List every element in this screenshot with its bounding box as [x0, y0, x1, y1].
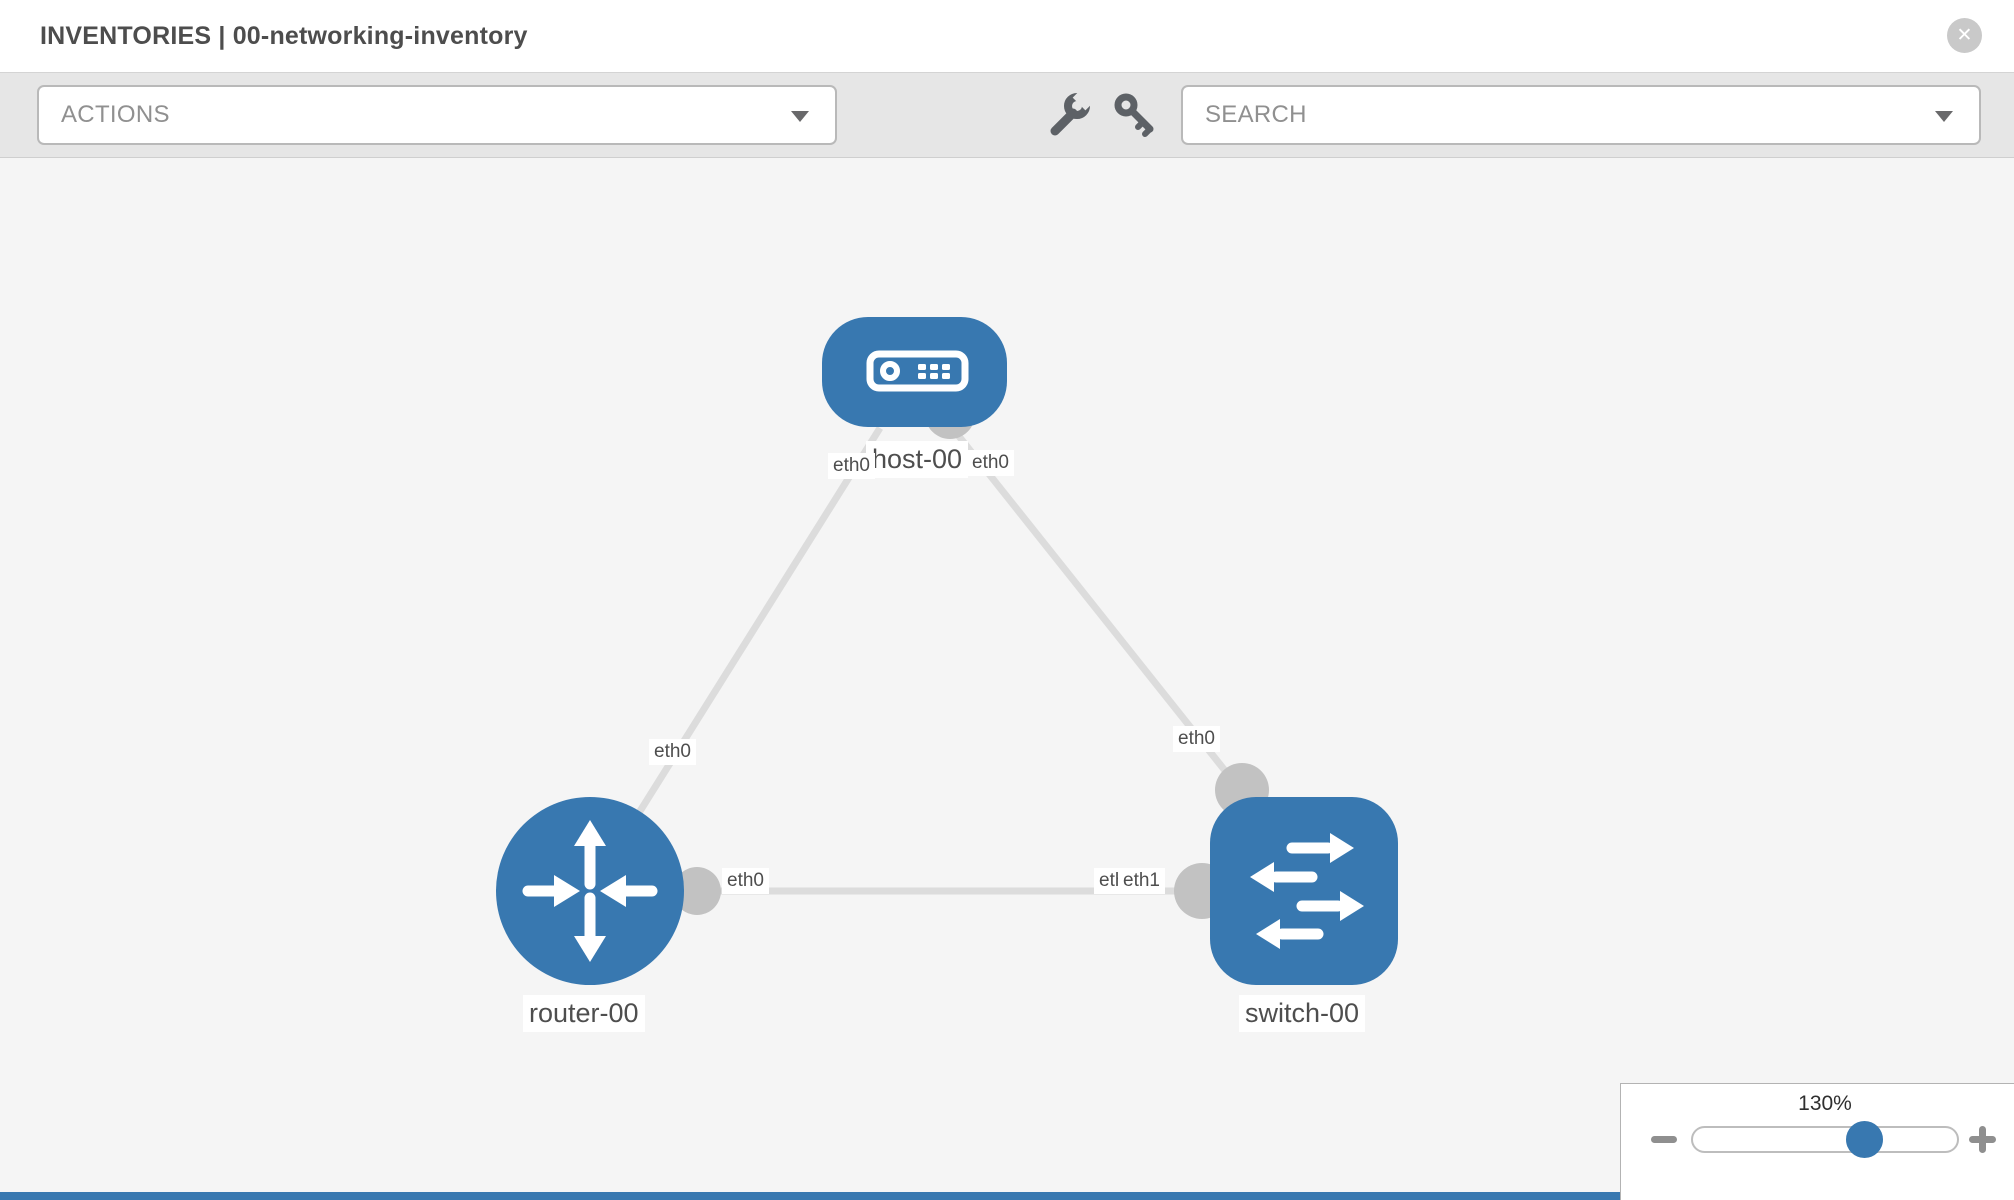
- search-dropdown[interactable]: SEARCH: [1181, 85, 1981, 145]
- page-title: INVENTORIES | 00-networking-inventory: [40, 22, 528, 50]
- zoom-slider[interactable]: [1691, 1121, 1959, 1158]
- interface-dot-router: [673, 867, 721, 915]
- if-label-switch-eth1: eth1: [1118, 868, 1165, 894]
- close-icon[interactable]: ✕: [1947, 18, 1982, 53]
- wrench-icon[interactable]: [1044, 91, 1092, 139]
- if-label-host-eth0-right: eth0: [967, 450, 1014, 476]
- chevron-down-icon: [791, 111, 809, 122]
- node-router[interactable]: [496, 797, 684, 985]
- zoom-in-button[interactable]: [1969, 1126, 1996, 1153]
- zoom-out-button[interactable]: [1651, 1136, 1677, 1143]
- if-label-host-eth0-left: eth0: [828, 453, 875, 479]
- zoom-control-panel: 130%: [1620, 1083, 2014, 1200]
- header: INVENTORIES | 00-networking-inventory ✕: [0, 0, 2014, 72]
- if-label-router-eth0-bottom: eth0: [722, 868, 769, 894]
- actions-dropdown[interactable]: ACTIONS: [37, 85, 837, 145]
- search-placeholder: SEARCH: [1205, 101, 1307, 128]
- host-device-icon: [866, 350, 969, 392]
- router-arrows-icon: [522, 820, 658, 962]
- zoom-level-value: 130%: [1798, 1092, 1852, 1115]
- bottom-accent-strip: [0, 1192, 1620, 1200]
- node-switch[interactable]: [1210, 797, 1398, 985]
- zoom-slider-thumb[interactable]: [1846, 1121, 1883, 1158]
- key-icon[interactable]: [1112, 91, 1160, 139]
- topology-svg: [496, 317, 1398, 985]
- node-label-switch: switch-00: [1239, 995, 1366, 1032]
- node-host[interactable]: [822, 317, 1007, 427]
- switch-arrows-icon: [1250, 833, 1364, 949]
- node-label-router: router-00: [523, 995, 645, 1032]
- topology-canvas[interactable]: [0, 158, 2014, 1200]
- toolbar: ACTIONS SEARCH: [0, 72, 2014, 158]
- actions-dropdown-label: ACTIONS: [61, 101, 170, 128]
- if-label-switch-eth0: eth0: [1173, 726, 1220, 752]
- node-label-host: host-00: [866, 441, 969, 478]
- if-label-router-eth0-uplink: eth0: [649, 739, 696, 765]
- chevron-down-icon: [1935, 111, 1953, 122]
